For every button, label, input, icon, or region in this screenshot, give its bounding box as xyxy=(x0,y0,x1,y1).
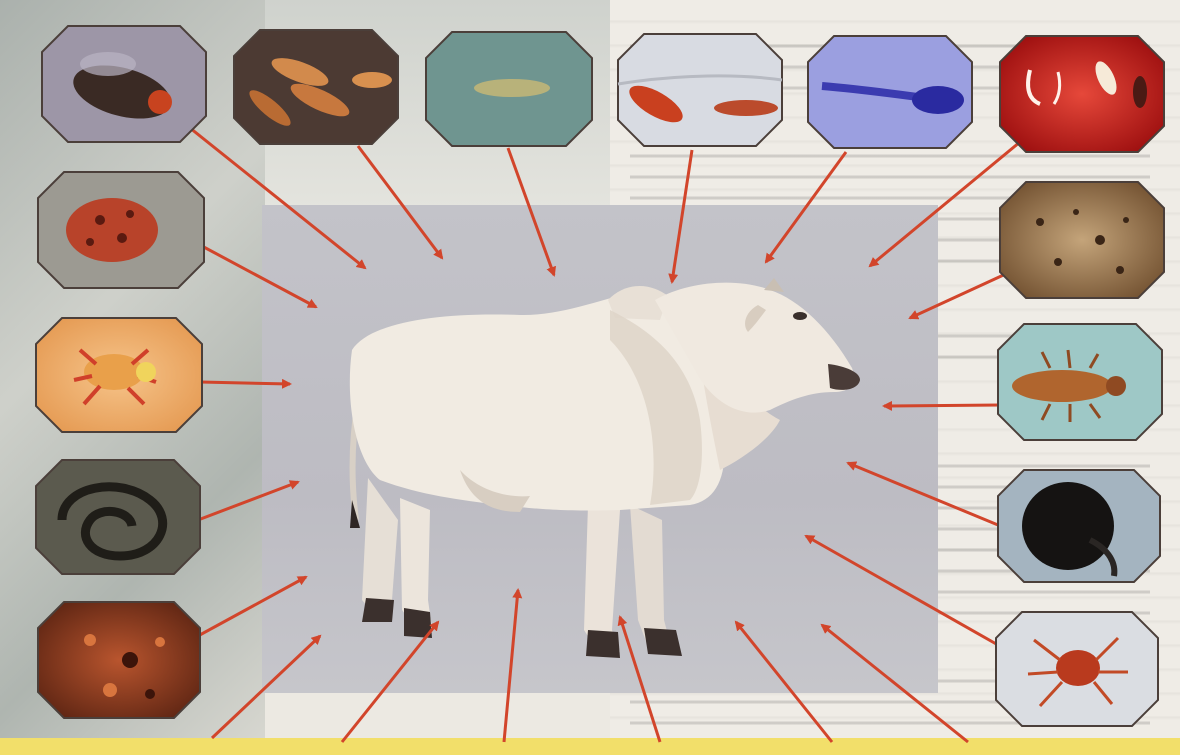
arrow xyxy=(766,152,846,262)
sucking-louse-icon xyxy=(998,324,1162,440)
arrow xyxy=(910,272,1010,318)
fly-larvae-icon xyxy=(234,30,398,144)
arrow xyxy=(358,146,442,258)
scab-crust-icon xyxy=(38,602,200,718)
mosquito-icon xyxy=(808,36,972,148)
arrow xyxy=(736,622,832,742)
arrow xyxy=(200,245,316,307)
coiled-worm-icon xyxy=(36,460,200,574)
chewing-louse-icon xyxy=(36,318,202,432)
arrow xyxy=(822,625,968,742)
arrow xyxy=(672,150,692,282)
tsetse-fly-icon xyxy=(426,32,592,146)
horn-fly-icon xyxy=(618,34,782,146)
arrow xyxy=(848,463,998,525)
arrow xyxy=(508,148,554,275)
arrow xyxy=(806,536,998,645)
fly-icon xyxy=(42,26,206,142)
tick-icon xyxy=(998,470,1160,582)
spotted-mite-icon xyxy=(38,172,204,288)
arrow xyxy=(342,622,438,742)
mange-mite-icon xyxy=(1000,182,1164,298)
arrow xyxy=(190,128,365,268)
arrow xyxy=(198,577,306,636)
cow xyxy=(350,278,860,658)
bot-larvae-icon xyxy=(1000,36,1164,152)
tick-icon xyxy=(996,612,1158,726)
arrow xyxy=(884,405,1000,406)
arrow xyxy=(200,382,290,384)
arrow xyxy=(212,636,320,738)
arrow xyxy=(870,142,1020,266)
arrow xyxy=(504,590,518,742)
arrow xyxy=(198,482,298,520)
